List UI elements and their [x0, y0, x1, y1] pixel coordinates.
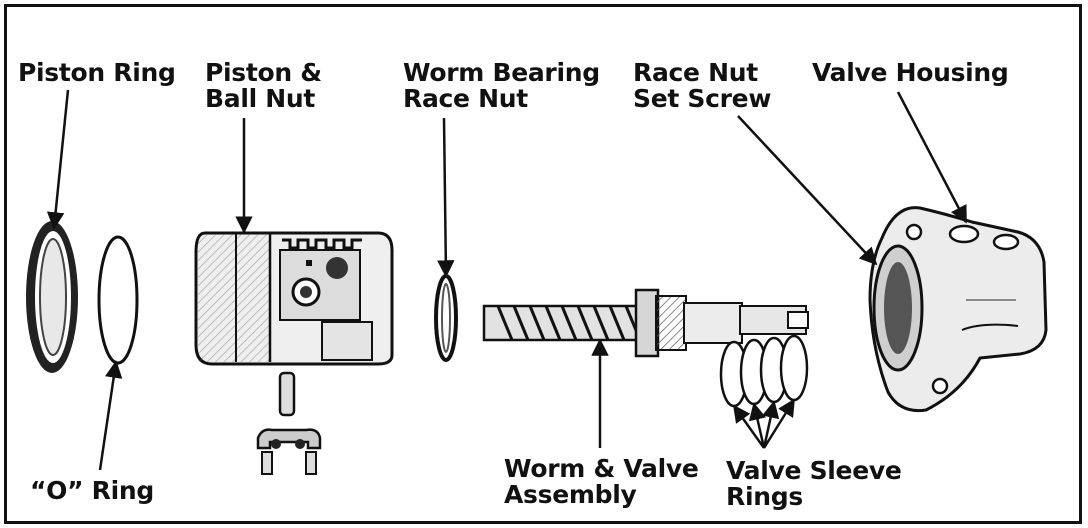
leader-worm-bearing-race-nut [437, 117, 455, 278]
leader-valve-sleeve-2 [748, 402, 767, 449]
label-piston-ball-nut-line1: Piston & [205, 58, 322, 87]
label-valve-sleeve-line1: Valve Sleeve [726, 456, 902, 485]
label-worm-valve-line2: Assembly [504, 480, 637, 509]
label-worm-bearing-line1: Worm Bearing [403, 58, 600, 87]
piston-ball-nut-part [194, 231, 394, 366]
ball-guide-pieces [256, 371, 322, 475]
leader-valve-sleeve-4 [762, 398, 796, 449]
leader-piston-ring [46, 89, 70, 230]
worm-valve-assembly-part [482, 288, 809, 358]
leader-valve-sleeve-1 [732, 404, 766, 449]
leader-o-ring [98, 360, 123, 471]
label-valve-housing: Valve Housing [812, 58, 1009, 87]
leader-lines [46, 89, 968, 471]
label-piston-ball-nut-line2: Ball Nut [205, 84, 316, 113]
valve-housing-part [868, 206, 1048, 413]
leader-valve-housing [896, 91, 968, 224]
leader-race-nut-set-screw [737, 115, 878, 266]
piston-ring-part [26, 221, 78, 373]
valve-sleeve-rings-part [719, 334, 809, 408]
label-race-nut-set-screw-line1: Race Nut [633, 58, 758, 87]
label-o-ring: “O” Ring [30, 476, 154, 505]
label-worm-valve-line1: Worm & Valve [504, 454, 699, 483]
label-piston-ring: Piston Ring [18, 58, 176, 87]
label-race-nut-set-screw-line2: Set Screw [633, 84, 772, 113]
label-valve-sleeve-line2: Rings [726, 482, 803, 511]
label-worm-bearing-line2: Race Nut [403, 84, 528, 113]
worm-bearing-race-nut-part [434, 274, 458, 362]
leader-valve-sleeve-3 [762, 400, 780, 449]
o-ring-part [97, 235, 139, 365]
